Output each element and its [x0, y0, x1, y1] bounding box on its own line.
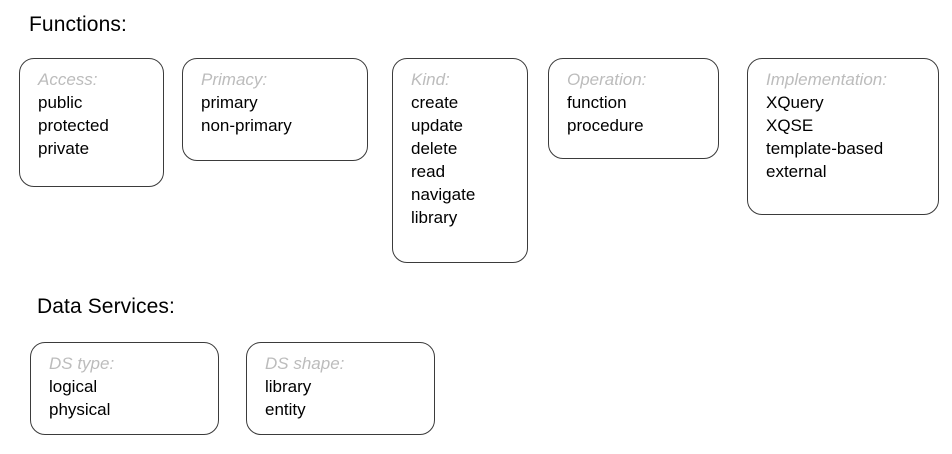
facet-item[interactable]: entity	[265, 400, 306, 419]
facet-label-operation: Operation:	[567, 70, 647, 89]
facet-label-ds-type: DS type:	[49, 354, 115, 373]
facet-box-primacy[interactable]: Primacy: primary non-primary	[182, 58, 368, 161]
facet-item[interactable]: public	[38, 93, 83, 112]
facet-item[interactable]: XQSE	[766, 116, 814, 135]
facet-label-primacy: Primacy:	[201, 70, 268, 89]
facet-item[interactable]: delete	[411, 139, 458, 158]
facet-item[interactable]: external	[766, 162, 827, 181]
section-heading-functions: Functions:	[29, 13, 127, 36]
facet-label-kind: Kind:	[411, 70, 450, 89]
facet-item[interactable]: navigate	[411, 185, 476, 204]
facet-label-implementation: Implementation:	[766, 70, 887, 89]
facet-label-access: Access:	[38, 70, 98, 89]
facet-item[interactable]: primary	[201, 93, 258, 112]
facet-item[interactable]: update	[411, 116, 463, 135]
facet-item[interactable]: private	[38, 139, 90, 158]
facet-item[interactable]: XQuery	[766, 93, 824, 112]
facet-item[interactable]: physical	[49, 400, 111, 419]
facet-item[interactable]: create	[411, 93, 459, 112]
facet-item[interactable]: procedure	[567, 116, 644, 135]
facet-box-access[interactable]: Access: public protected private	[19, 58, 164, 187]
facet-items-ds-type: logical physical	[49, 375, 110, 421]
facet-item[interactable]: function	[567, 93, 627, 112]
facet-box-ds-type[interactable]: DS type: logical physical	[30, 342, 219, 435]
facet-box-kind[interactable]: Kind: create update delete read navigate…	[392, 58, 528, 263]
facet-item[interactable]: logical	[49, 377, 98, 396]
facet-items-implementation: XQuery XQSE template-based external	[766, 91, 883, 183]
facet-item[interactable]: non-primary	[201, 116, 292, 135]
facet-items-primacy: primary non-primary	[201, 91, 292, 137]
facet-items-access: public protected private	[38, 91, 109, 160]
facet-item[interactable]: library	[411, 208, 458, 227]
facet-items-kind: create update delete read navigate libra…	[411, 91, 475, 229]
facet-item[interactable]: library	[265, 377, 312, 396]
facet-box-ds-shape[interactable]: DS shape: library entity	[246, 342, 435, 435]
facet-items-ds-shape: library entity	[265, 375, 311, 421]
facet-item[interactable]: protected	[38, 116, 109, 135]
facet-label-ds-shape: DS shape:	[265, 354, 345, 373]
section-heading-data-services: Data Services:	[37, 295, 175, 318]
facet-box-implementation[interactable]: Implementation: XQuery XQSE template-bas…	[747, 58, 939, 215]
facet-item[interactable]: read	[411, 162, 446, 181]
facet-item[interactable]: template-based	[766, 139, 884, 158]
facet-items-operation: function procedure	[567, 91, 644, 137]
facet-box-operation[interactable]: Operation: function procedure	[548, 58, 719, 159]
